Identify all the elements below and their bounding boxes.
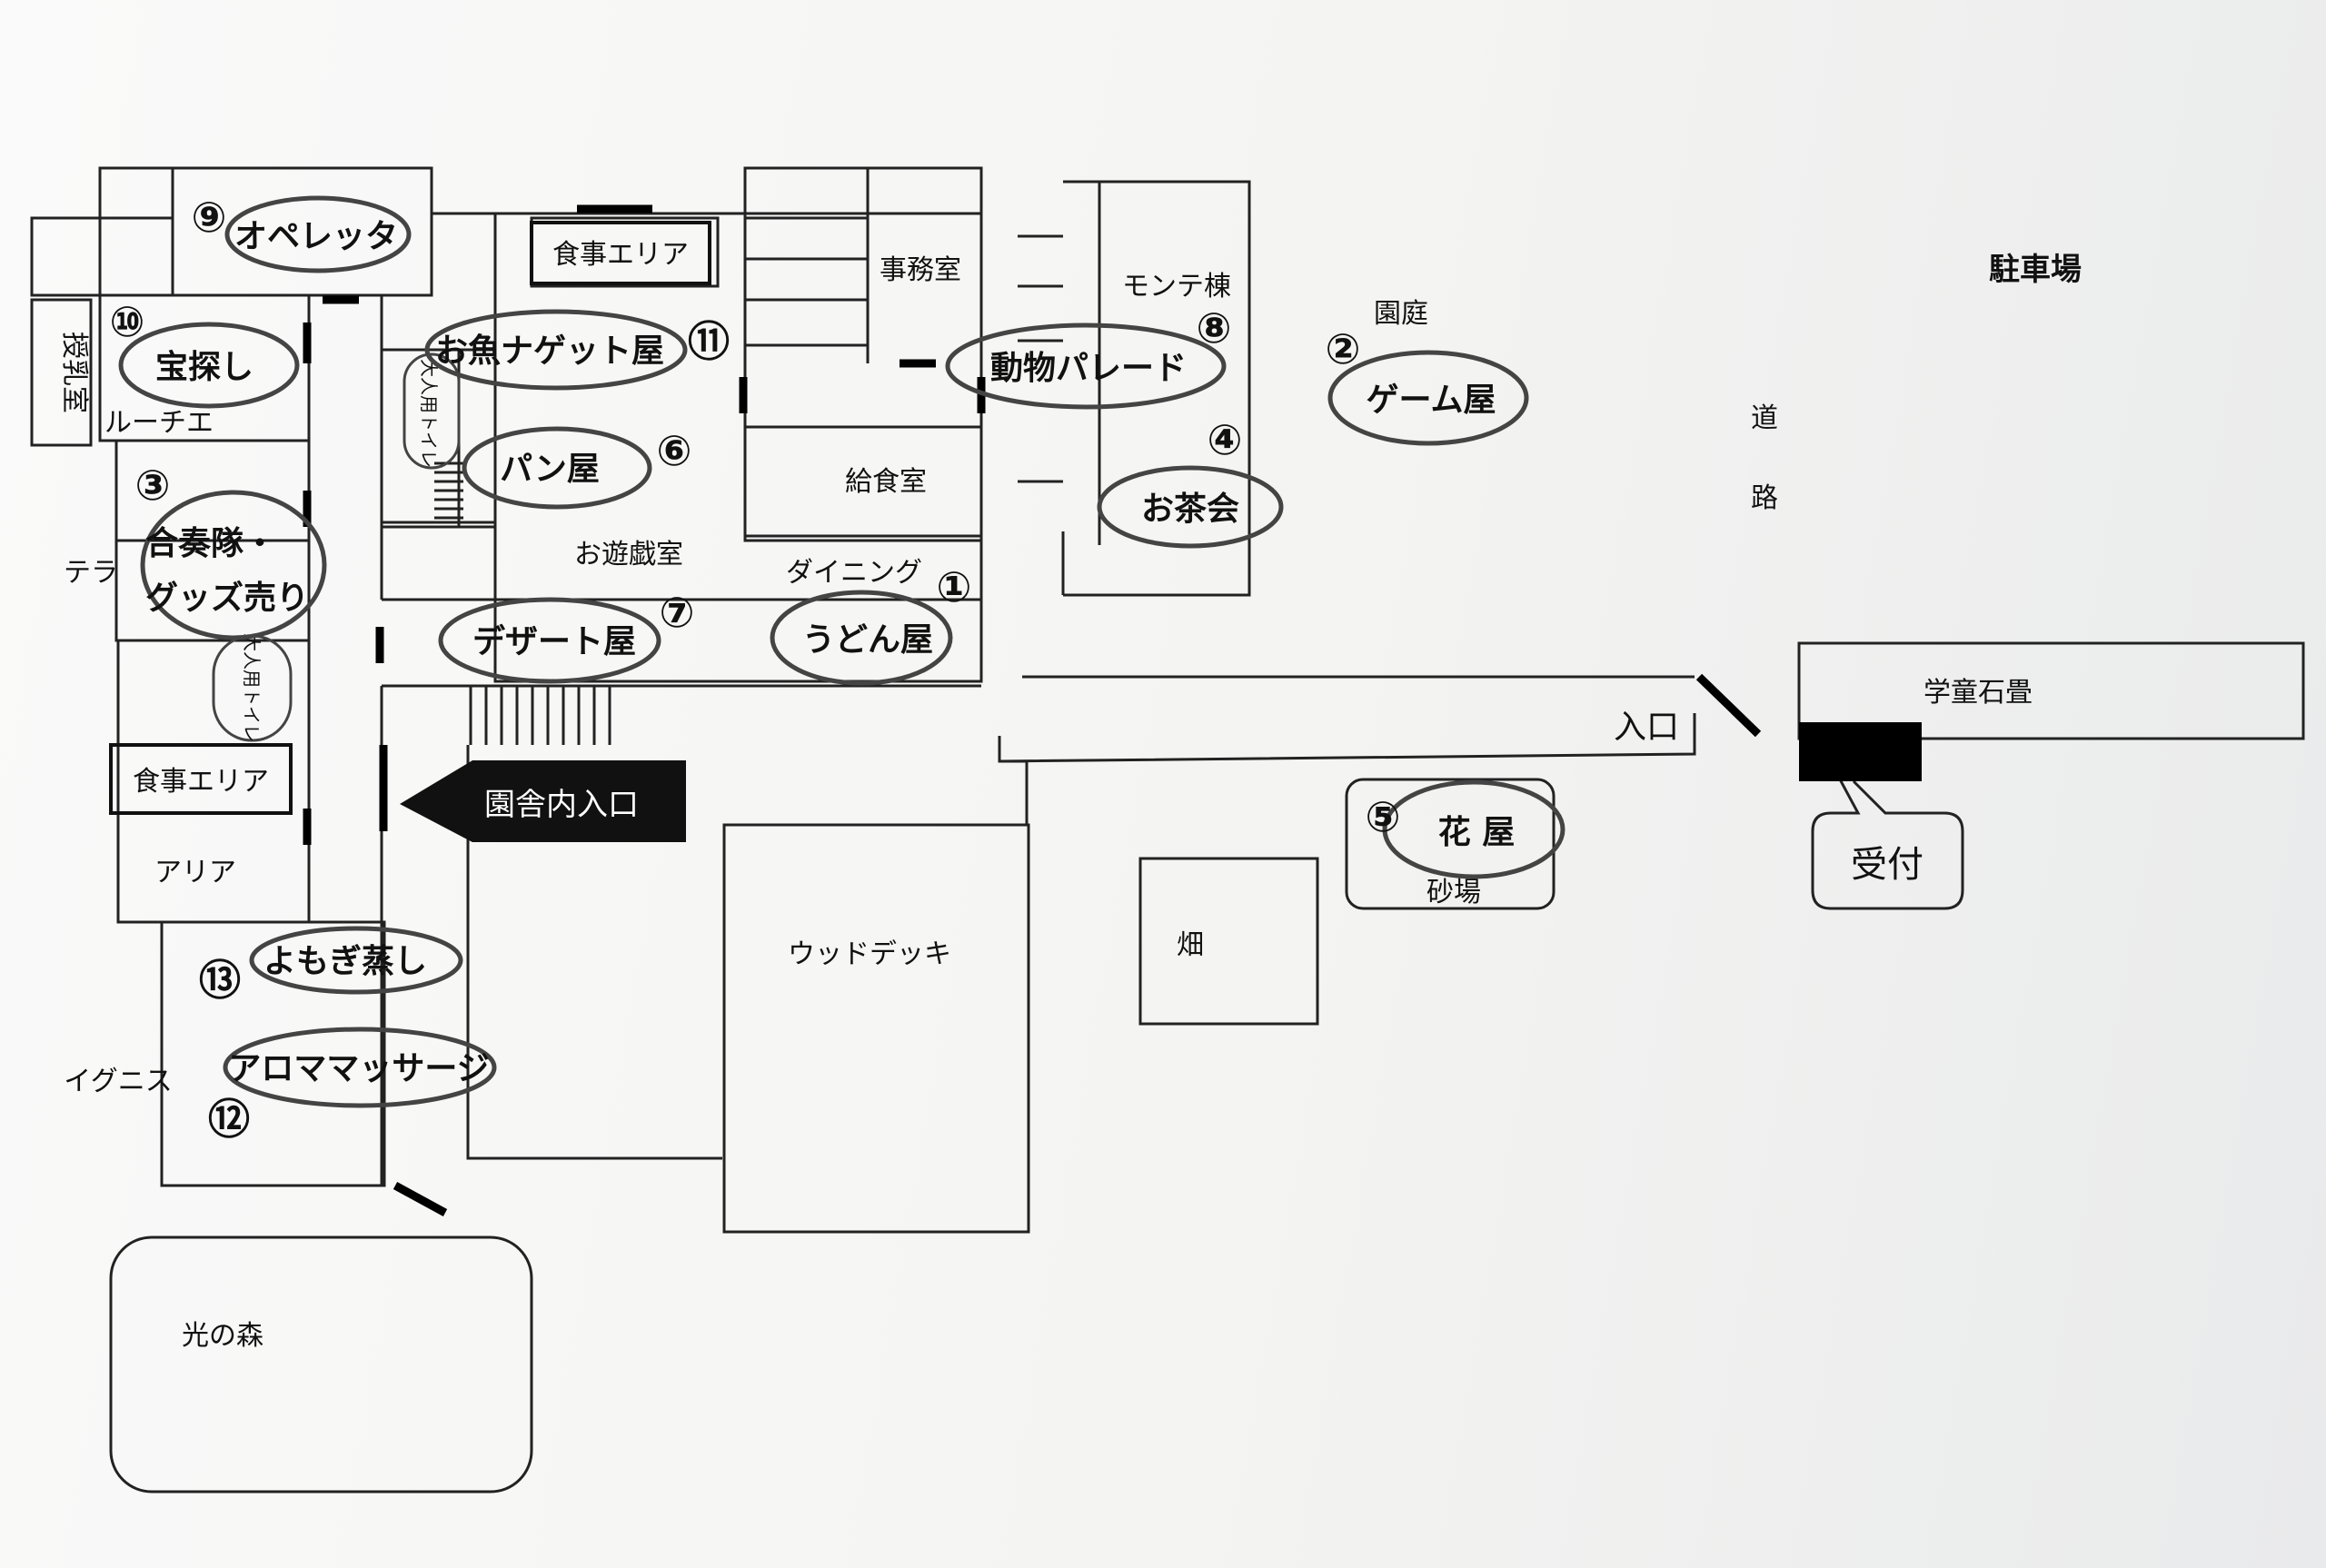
activity-name-line2: グッズ売り: [145, 579, 309, 617]
luce-label: ルーチエ: [104, 407, 214, 439]
activity-number: ⑧: [1197, 303, 1232, 352]
steps: [469, 686, 611, 745]
activity-fish-nugget: お魚ナゲット屋 ⑪: [424, 309, 730, 391]
activity-number: ②: [1326, 324, 1361, 373]
activity-number: ①: [937, 562, 972, 611]
activity-number: ⑤: [1366, 792, 1401, 841]
activity-name: うどん屋: [802, 621, 933, 659]
activity-name: パン屋: [500, 451, 600, 488]
activity-name: ゲーム屋: [1367, 382, 1496, 419]
reception-label: 受付: [1851, 844, 1923, 886]
activity-name: オペレッタ: [234, 218, 398, 255]
road-label-1: 道: [1751, 402, 1778, 434]
activity-number: ⑪: [688, 317, 730, 366]
field-label: 畑: [1177, 929, 1204, 961]
activity-tea-party: お茶会 ④: [1097, 415, 1284, 549]
activity-operetta: オペレッタ ⑨: [192, 193, 412, 273]
activity-name: お魚ナゲット屋: [435, 332, 664, 370]
entrance-label: 入口: [1614, 709, 1679, 746]
playroom-label: お遊戯室: [574, 539, 683, 571]
toilet-label-1: 大人用トイレ: [418, 359, 440, 468]
dining-area-box-2: [109, 743, 293, 815]
toilet-1: [403, 352, 461, 470]
activity-name: 動物パレード: [990, 350, 1187, 387]
office-label: 事務室: [880, 254, 961, 286]
aria-label: アリア: [154, 857, 236, 888]
activity-udon: うどん屋 ①: [770, 562, 972, 686]
parking-label: 駐車場: [1989, 252, 2082, 288]
activity-name-line1: 合奏隊・: [145, 525, 276, 562]
gakudo-label: 学童石畳: [1923, 677, 2033, 709]
activity-name: 宝探し: [155, 349, 253, 386]
activity-treasure-hunt: 宝探し ⑩: [110, 297, 300, 409]
activity-number: ⑬: [199, 956, 241, 1005]
activity-number: ⑦: [660, 588, 695, 637]
dining-area-label-2: 食事エリア: [133, 766, 269, 798]
forest-label: 光の森: [182, 1320, 263, 1352]
building-entrance-arrow: [400, 760, 686, 842]
toilet-label-2: 大人用トイレ: [241, 633, 263, 742]
stairs: [434, 461, 463, 520]
nursing-room-label: 授乳室: [58, 332, 90, 413]
activity-number: ⑥: [657, 426, 692, 475]
activity-bakery: パン屋 ⑥: [462, 426, 692, 510]
activity-number: ⑩: [110, 297, 145, 346]
road-label-2: 路: [1751, 482, 1778, 514]
reception-desk: [1799, 722, 1922, 781]
activity-number: ⑨: [192, 193, 227, 242]
kitchen-label: 給食室: [845, 466, 927, 498]
activity-name: 花 屋: [1438, 814, 1516, 851]
activity-flower: 花 屋 ⑤: [1366, 779, 1566, 879]
dining-area-label-1: 食事エリア: [552, 239, 689, 271]
activity-dessert: デザート屋 ⑦: [438, 588, 695, 684]
ignis-label: イグニス: [64, 1066, 172, 1097]
door-markers: [303, 204, 1922, 1216]
activity-number: ⑫: [208, 1095, 250, 1144]
activity-name: よもぎ蒸し: [263, 943, 427, 980]
sandbox-label: 砂場: [1426, 877, 1481, 908]
terra-label: テラ: [64, 557, 118, 589]
activity-number: ④: [1208, 415, 1243, 464]
activity-ensemble-goods: 合奏隊・ グッズ売り ③: [135, 461, 327, 640]
wooddeck-label: ウッドデッキ: [788, 938, 951, 970]
garden-label: 園庭: [1374, 298, 1428, 330]
activity-game: ゲーム屋 ②: [1326, 324, 1529, 446]
building-entrance-label: 園舎内入口: [484, 787, 639, 823]
activity-name: お茶会: [1141, 491, 1239, 528]
dining-label: ダイニング: [786, 557, 922, 589]
activity-number: ③: [135, 461, 171, 510]
dining-area-box-1: [530, 221, 711, 285]
activity-name: デザート屋: [472, 622, 636, 660]
activity-aroma-massage: アロママッサージ ⑫: [208, 1027, 497, 1144]
activity-yomogi-steam: よもぎ蒸し ⑬: [199, 926, 463, 1005]
activity-name: アロママッサージ: [228, 1050, 489, 1087]
monte-building-label: モンテ棟: [1122, 271, 1231, 303]
activity-animal-parade: 動物パレード ⑧: [945, 303, 1232, 410]
